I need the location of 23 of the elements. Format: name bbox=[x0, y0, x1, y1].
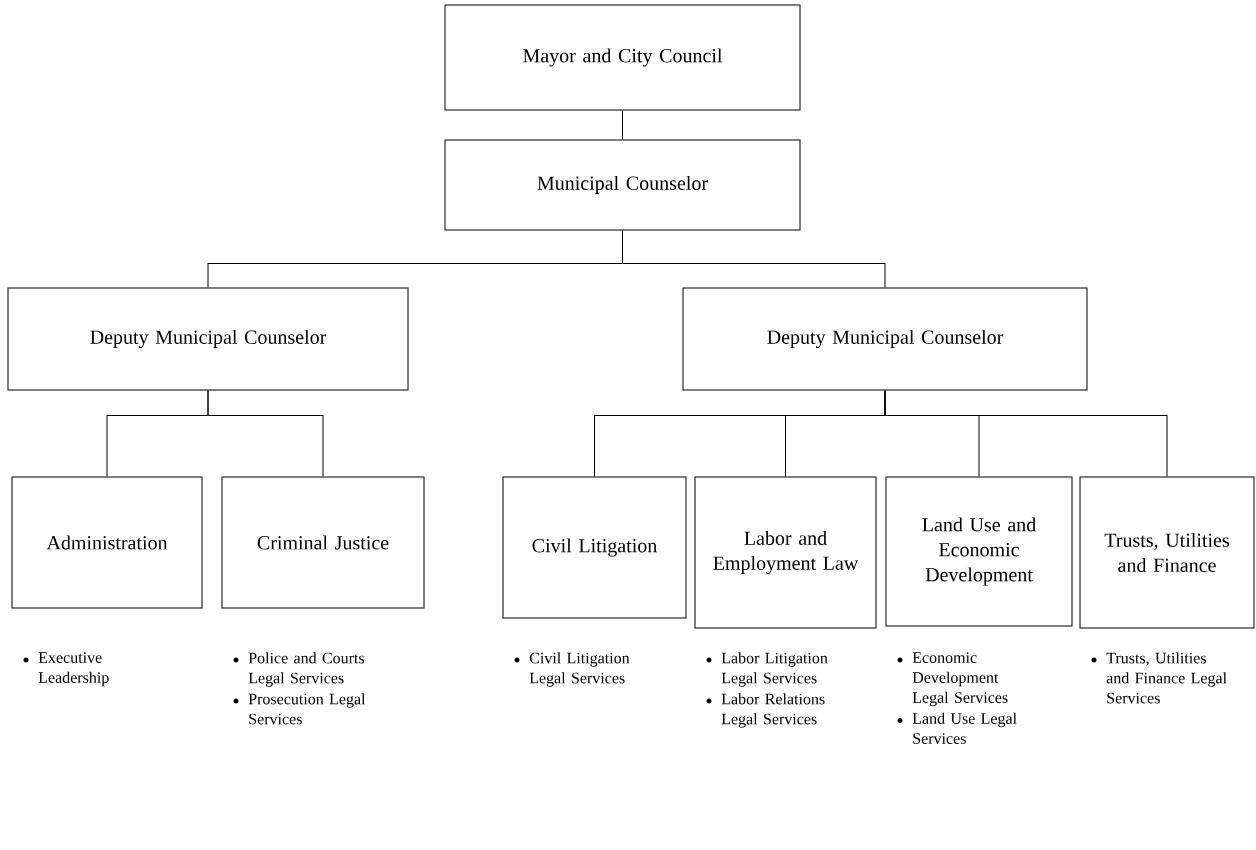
org-box: Deputy Municipal Counselor bbox=[7, 287, 409, 391]
org-box: Criminal Justice bbox=[221, 476, 425, 609]
bullet-item: Land Use Legal Services bbox=[897, 712, 1017, 744]
bullet-item: Trusts, Utilities and Finance Legal Services bbox=[1091, 652, 1227, 704]
org-box: Land Use and Economic Development bbox=[885, 476, 1073, 627]
connector-line bbox=[884, 390, 1168, 477]
connector-line bbox=[622, 110, 623, 140]
bullet-item: Economic Development Legal Services bbox=[897, 652, 1008, 707]
org-box: Civil Litigation bbox=[502, 476, 687, 619]
bullet-item: Police and Courts Legal Services bbox=[233, 652, 365, 687]
bullet-item: Labor Litigation Legal Services bbox=[706, 652, 828, 687]
bullet-item: Executive Leadership bbox=[23, 652, 109, 687]
bullet-item: Prosecution Legal Services bbox=[233, 693, 366, 725]
bullet-item: Civil Litigation Legal Services bbox=[514, 652, 630, 687]
org-box: Trusts, Utilities and Finance bbox=[1079, 476, 1255, 629]
org-box: Deputy Municipal Counselor bbox=[682, 287, 1088, 391]
connector-line bbox=[207, 390, 324, 477]
connector-line bbox=[622, 230, 886, 288]
org-box: Mayor and City Council bbox=[444, 4, 801, 111]
org-box: Administration bbox=[11, 476, 203, 609]
bullet-item: Labor Relations Legal Services bbox=[706, 693, 825, 728]
org-box: Municipal Counselor bbox=[444, 139, 801, 231]
org-box: Labor and Employment Law bbox=[694, 476, 877, 629]
